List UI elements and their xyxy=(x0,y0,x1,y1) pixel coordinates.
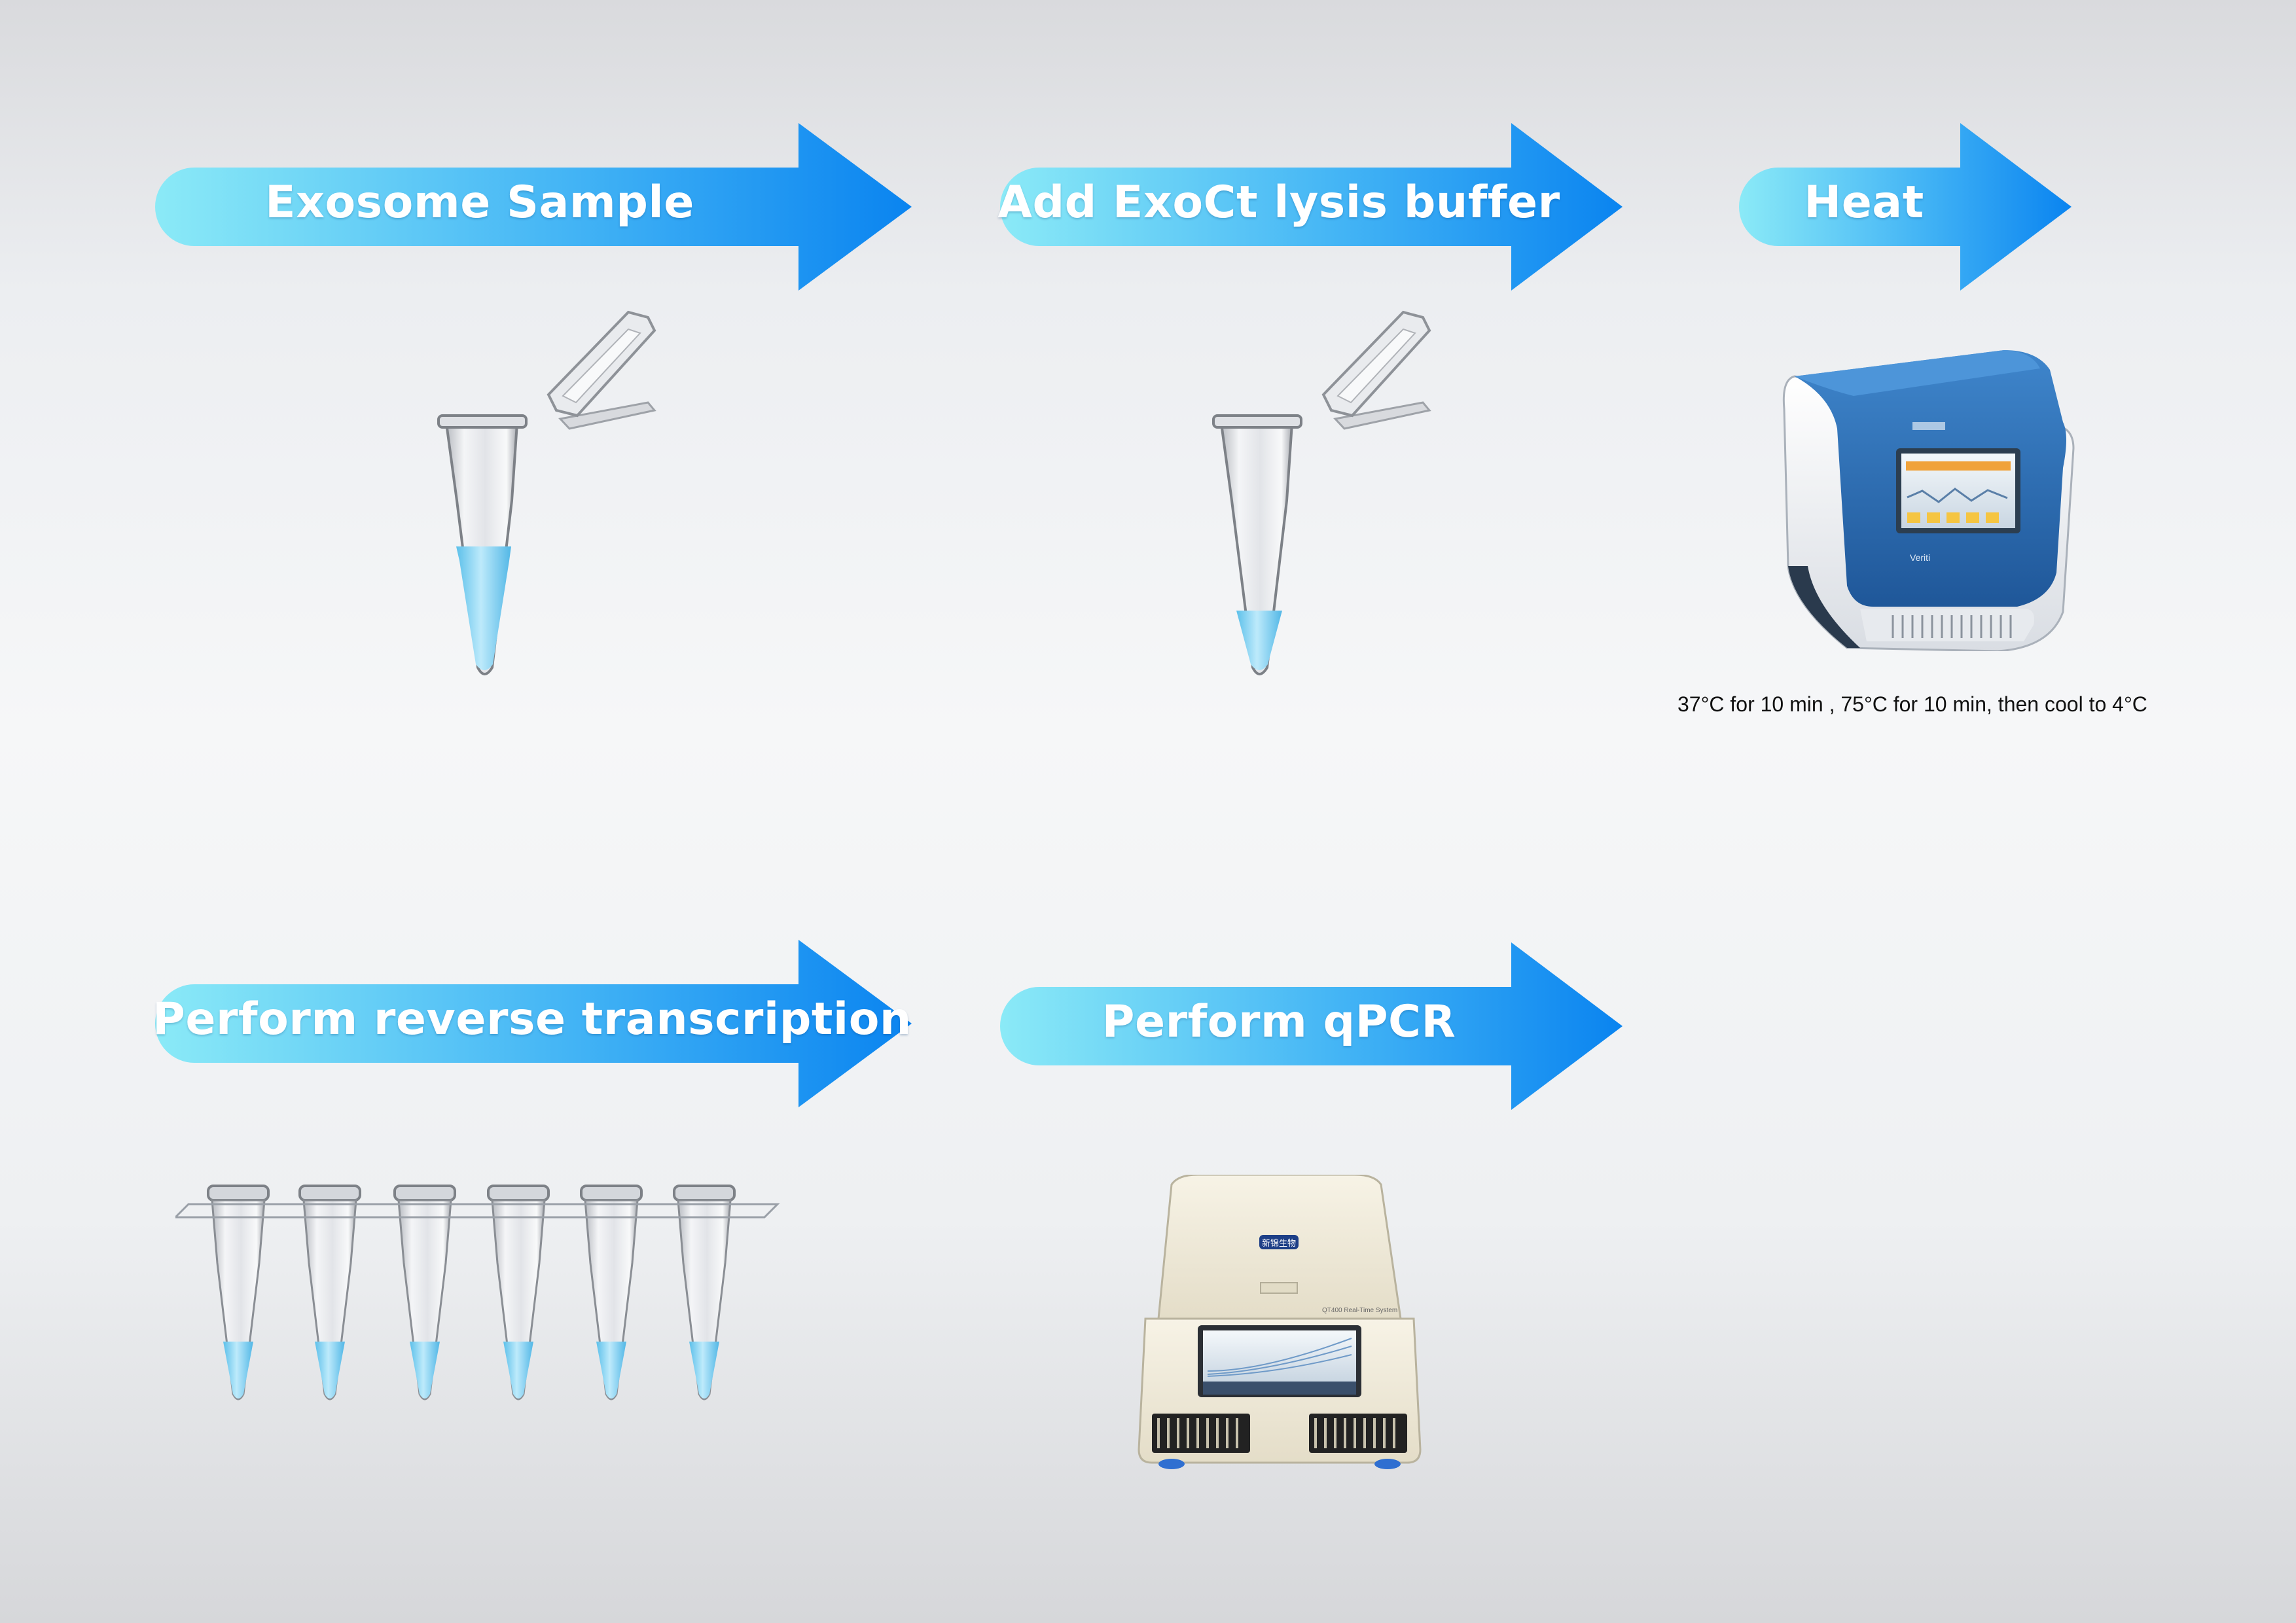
arrow-shape xyxy=(1739,123,2072,291)
cycler-brand-text: Veriti xyxy=(1910,552,1930,563)
tube-body xyxy=(1219,422,1294,675)
arrow-shape xyxy=(155,940,912,1107)
arrow-shape xyxy=(1000,123,1623,291)
step-arrow-exosome-sample: Exosome Sample xyxy=(152,123,912,291)
step-label: Exosome Sample xyxy=(265,177,694,228)
microtube-lysis-illustration xyxy=(1212,310,1431,675)
step-arrow-add-lysis-buffer: Add ExoCt lysis buffer xyxy=(997,123,1623,291)
liquid xyxy=(1236,611,1282,670)
tube-cap xyxy=(1321,310,1431,430)
step-arrow-reverse-transcription: Perform reverse transcription xyxy=(152,940,912,1107)
arrow-shape xyxy=(1000,942,1623,1110)
liquid xyxy=(456,546,511,670)
thermal-cycler-illustration: Veriti xyxy=(1782,350,2075,651)
step-label: Perform reverse transcription xyxy=(152,993,912,1045)
step-arrow-heat: Heat xyxy=(1736,123,2072,291)
step-label: Heat xyxy=(1804,177,1924,228)
arrow-shape xyxy=(155,123,912,291)
qpcr-model-label: QT400 Real-Time System xyxy=(1322,1307,1397,1314)
heat-protocol-caption: 37°C for 10 min , 75°C for 10 min, then … xyxy=(1677,692,2147,716)
step-arrow-qpcr: Perform qPCR xyxy=(997,942,1623,1110)
tube-rim xyxy=(437,414,528,429)
tube-cap xyxy=(547,310,656,430)
qpcr-instrument-illustration: 新锦生物 QT400 Real-Time System xyxy=(1138,1175,1422,1469)
qpcr-brand-badge: 新锦生物 xyxy=(1262,1238,1296,1249)
microtube-sample-illustration xyxy=(437,310,656,675)
tube-rim xyxy=(1212,414,1302,429)
step-label: Perform qPCR xyxy=(1102,996,1456,1048)
step-label: Add ExoCt lysis buffer xyxy=(997,177,1560,228)
pcr-strip-tubes-illustration xyxy=(175,1185,780,1400)
